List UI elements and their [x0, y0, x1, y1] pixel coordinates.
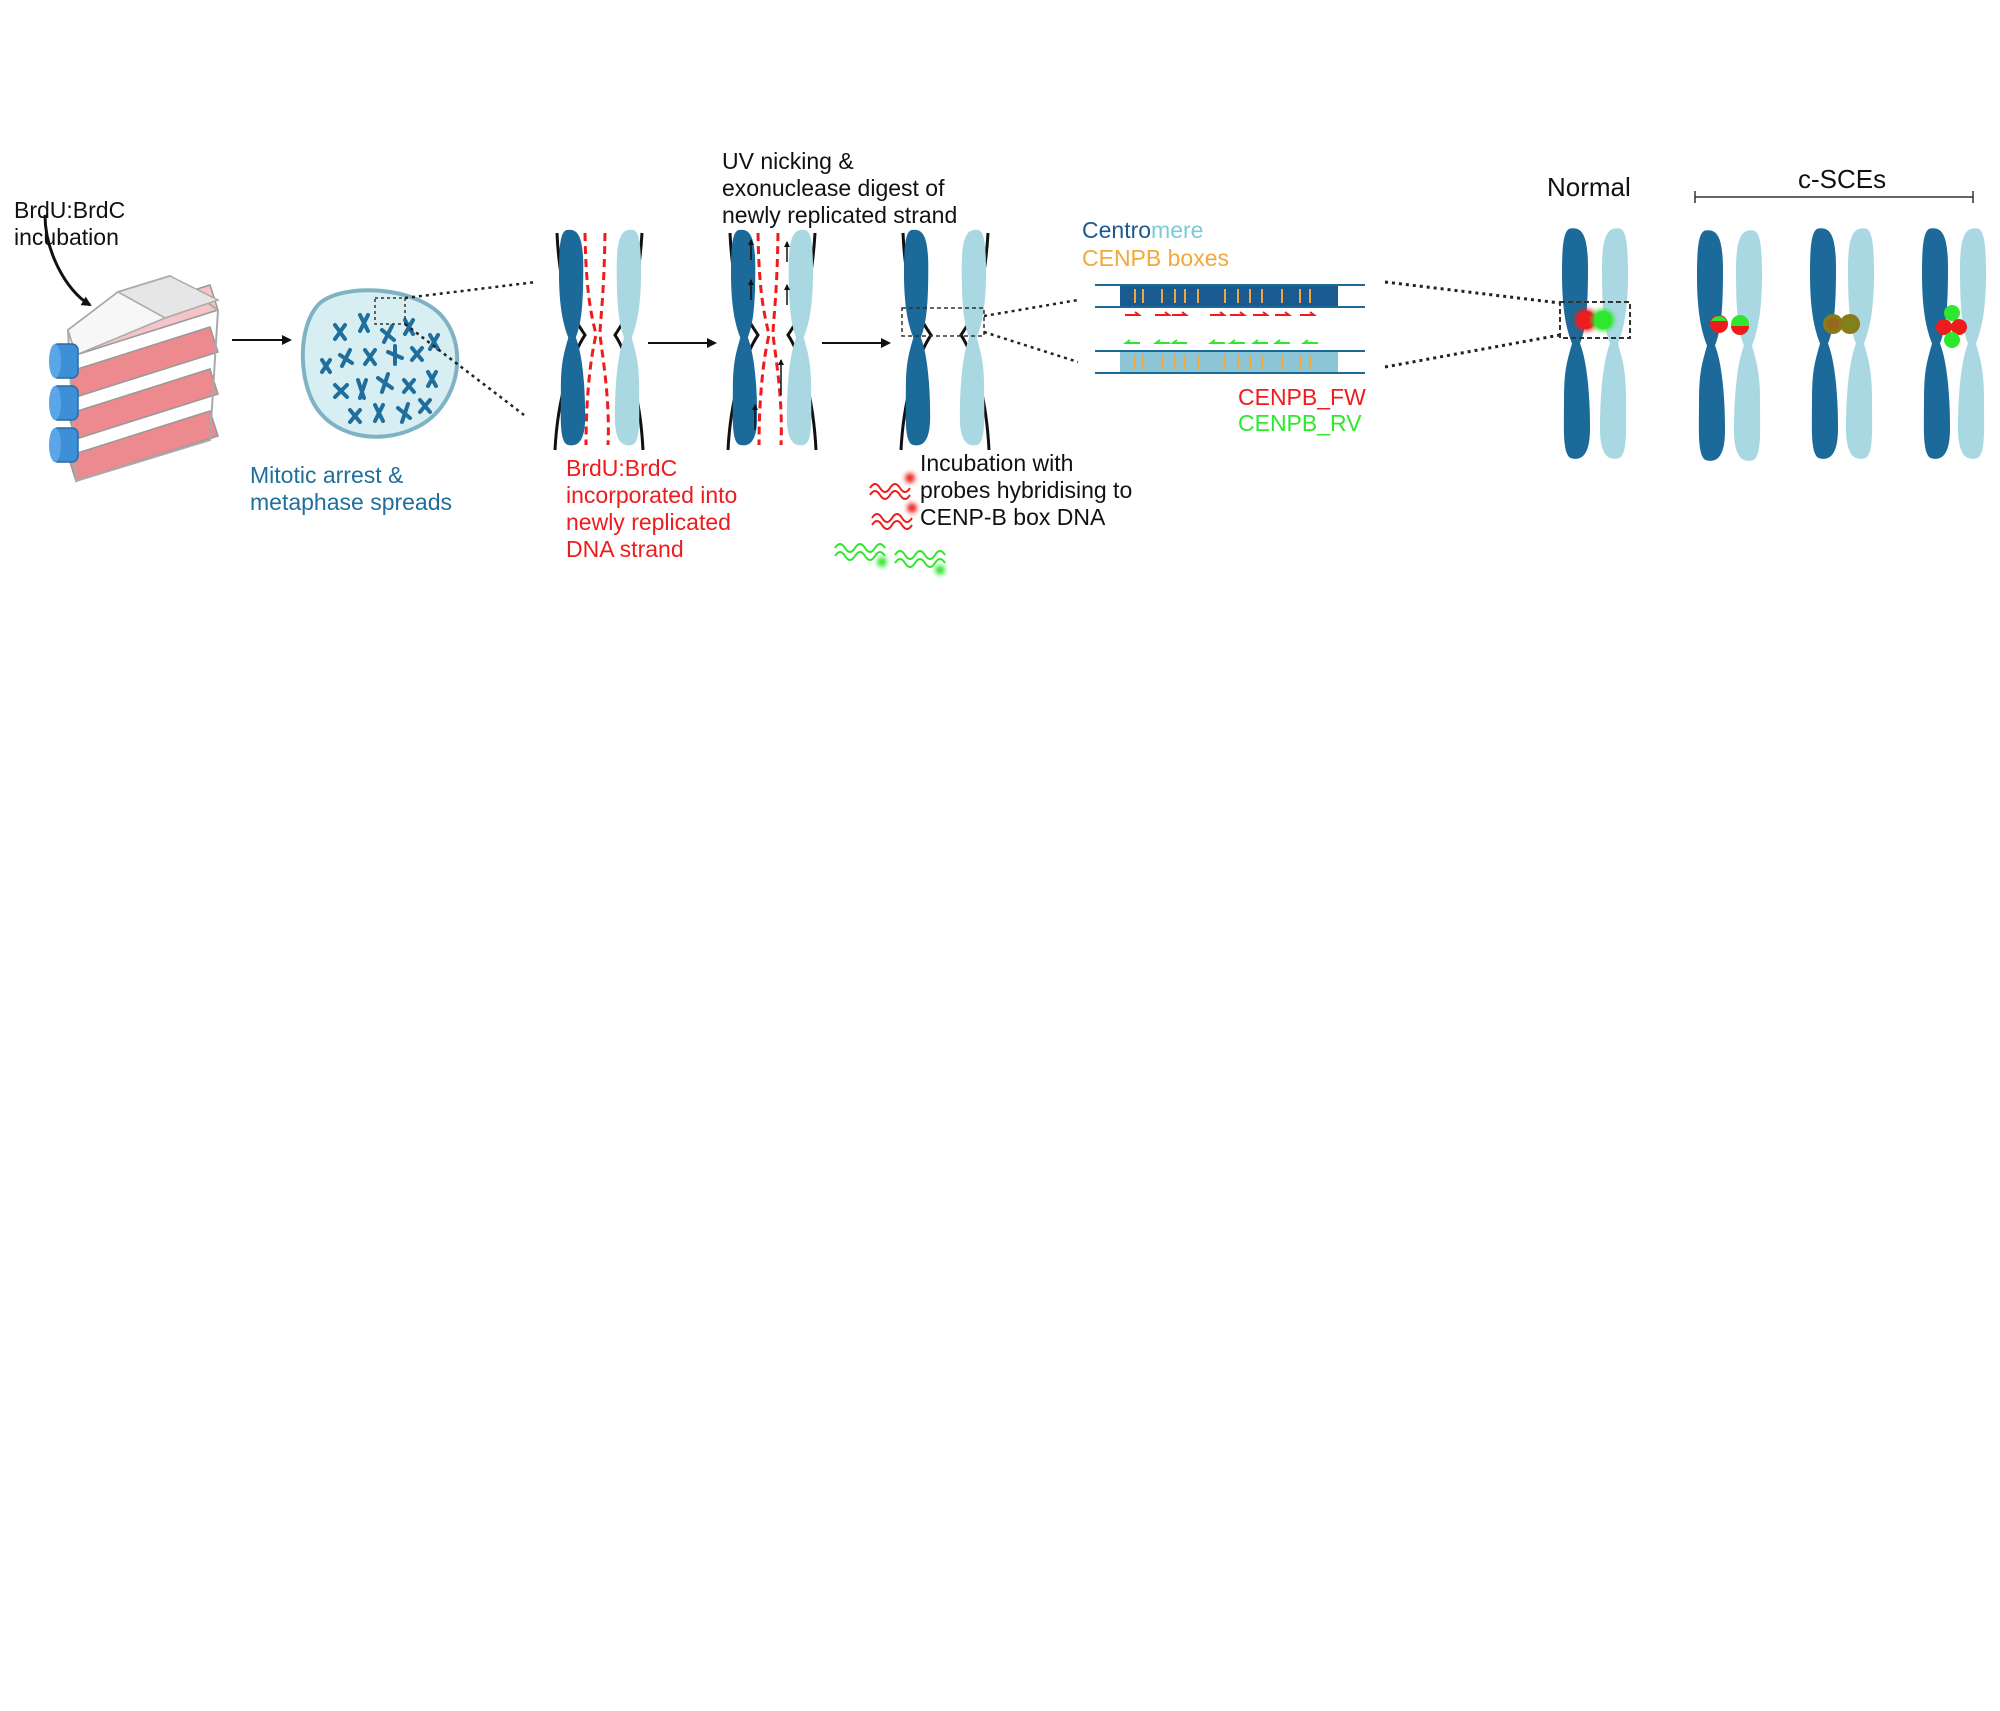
chromosome-icon — [553, 229, 645, 451]
centromere-label: Centromere — [1082, 217, 1203, 244]
rv-probe-label: CENPB_RV — [1238, 410, 1362, 436]
uv-nicking-label: UV nicking & exonuclease digest of newly… — [722, 148, 958, 228]
curved-arrow-icon — [43, 214, 92, 307]
csce-bracket — [1694, 191, 1974, 203]
flask-stack-icon — [43, 214, 220, 483]
chromosome-icon — [726, 229, 818, 451]
chromosome-icon — [899, 229, 991, 451]
brdu-incorporated-label: BrdU:BrdC incorporated into newly replic… — [566, 455, 738, 562]
cenpb-schematic — [1095, 284, 1365, 374]
probe-squiggle-icon — [834, 473, 946, 575]
csce-chromosome-icon — [1810, 228, 1874, 459]
normal-label: Normal — [1547, 172, 1631, 202]
fw-probe-label: CENPB_FW — [1238, 384, 1366, 410]
zoom-line-icon — [1384, 333, 1561, 369]
csce-chromosome-icon — [1922, 228, 1986, 459]
normal-chromosome-icon — [1559, 228, 1631, 459]
centro-text: Centro — [1082, 217, 1152, 243]
zoom-line-icon — [404, 280, 537, 300]
probe-incubation-label: Incubation with probes hybridising to CE… — [920, 450, 1133, 530]
csce-label: c-SCEs — [1798, 164, 1887, 194]
cenpb-boxes-label: CENPB boxes — [1082, 245, 1230, 271]
incubation-label: BrdU:BrdC incubation — [14, 197, 126, 250]
csce-chromosome-icon — [1697, 230, 1762, 461]
zoom-line-icon — [983, 330, 1079, 364]
zoom-line-icon — [983, 298, 1079, 318]
mitotic-label: Mitotic arrest & metaphase spreads — [250, 462, 453, 515]
mere-text: mere — [1151, 217, 1204, 243]
metaphase-cell-icon — [300, 288, 460, 439]
zoom-line-icon — [1384, 280, 1561, 305]
